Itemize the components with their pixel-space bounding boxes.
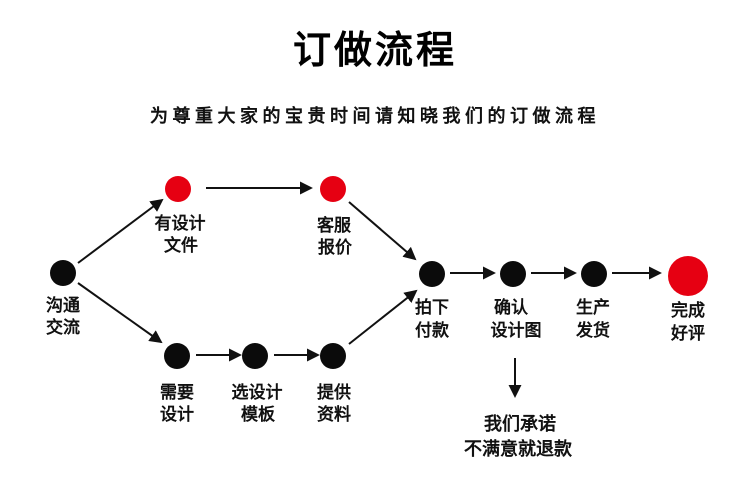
node-produce-ship-dot [581, 261, 607, 287]
page-subtitle: 为尊重大家的宝贵时间请知晓我们的订做流程 [150, 106, 600, 126]
node-service-quote-label-line1: 客服 [316, 215, 352, 235]
node-has-design-file-dot [165, 176, 191, 202]
page-title: 订做流程 [292, 27, 457, 72]
node-need-design-label-line1: 需要 [160, 383, 194, 402]
node-choose-template-dot [242, 343, 268, 369]
node-provide-material-label-line2: 资料 [317, 404, 351, 424]
node-choose-template: 选设计 模板 [232, 343, 283, 424]
arrow-communicate-to-need-design [77, 282, 163, 344]
node-complete-review: 完成 好评 [668, 256, 708, 343]
promise-line2: 不满意就退款 [464, 438, 573, 459]
node-choose-template-label-line1: 选设计 [232, 382, 283, 402]
node-provide-material-label-line1: 提供 [317, 382, 351, 402]
node-complete-review-dot [668, 256, 708, 296]
flowchart: 沟通 交流 有设计 文件 客服 报价 需要 设计 选设计 模板 提供 资料 [46, 176, 708, 459]
arrow-communicate-to-has-design-file [77, 198, 164, 264]
node-produce-ship-label-line2: 发货 [575, 320, 610, 340]
node-need-design: 需要 设计 [160, 343, 194, 424]
node-complete-review-label-line2: 好评 [670, 323, 705, 343]
promise-note: 我们承诺 不满意就退款 [464, 413, 573, 459]
node-pay-order-dot [419, 261, 445, 287]
node-need-design-label-line2: 设计 [160, 404, 194, 424]
node-has-design-file-label-line1: 有设计 [155, 213, 206, 233]
node-produce-ship-label-line1: 生产 [576, 297, 610, 317]
node-provide-material: 提供 资料 [317, 343, 351, 424]
node-choose-template-label-line2: 模板 [241, 404, 276, 424]
promise-line1: 我们承诺 [484, 413, 556, 434]
node-communicate-label-line1: 沟通 [46, 295, 80, 315]
node-service-quote-dot [320, 176, 346, 202]
node-complete-review-label-line1: 完成 [671, 300, 705, 320]
node-need-design-dot [164, 343, 190, 369]
node-service-quote: 客服 报价 [316, 176, 353, 257]
node-communicate: 沟通 交流 [46, 260, 80, 337]
node-confirm-design-label-line2: 设计图 [491, 320, 542, 340]
node-communicate-dot [50, 260, 76, 286]
node-confirm-design-label-line1: 确认 [494, 297, 529, 317]
node-service-quote-label-line2: 报价 [318, 237, 353, 257]
node-has-design-file-label-line2: 文件 [164, 235, 198, 255]
node-pay-order: 拍下 付款 [415, 261, 450, 340]
arrow-service-quote-to-pay-order [348, 201, 417, 261]
node-has-design-file: 有设计 文件 [155, 176, 206, 255]
node-pay-order-label-line1: 拍下 [415, 297, 449, 317]
node-produce-ship: 生产 发货 [575, 261, 610, 340]
arrow-provide-material-to-pay-order [348, 289, 418, 345]
node-confirm-design: 确认 设计图 [491, 261, 542, 340]
node-provide-material-dot [320, 343, 346, 369]
node-confirm-design-dot [500, 261, 526, 287]
node-pay-order-label-line2: 付款 [415, 320, 450, 340]
node-communicate-label-line2: 交流 [46, 317, 80, 337]
